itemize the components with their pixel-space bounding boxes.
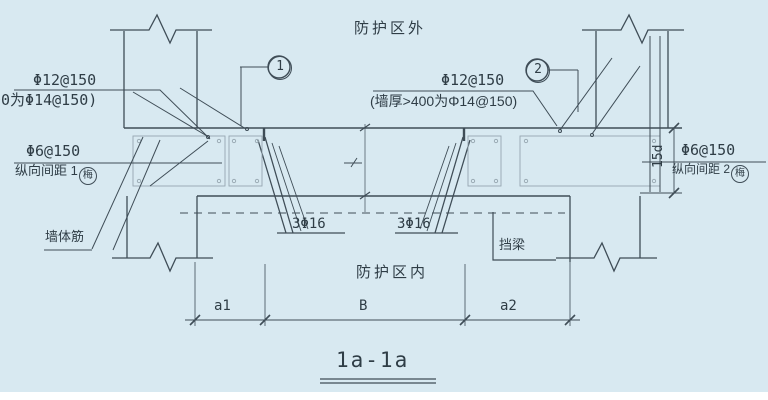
upper-walls (110, 13, 684, 128)
dim-a1-label: a1 (214, 298, 231, 314)
right-tie-bar-label: Φ6@150 (681, 141, 736, 159)
centerline (344, 123, 371, 212)
zone-outside-label: 防护区外 (354, 20, 427, 37)
left-tie-note-mark: 梅 (78, 167, 97, 185)
corner-bars-left-label: 3Φ16 (292, 216, 326, 232)
left-main-bar-label: Φ12@150 (33, 71, 97, 89)
corner-bars-right-label: 3Φ16 (397, 216, 431, 232)
right-tie-note-text: 纵向间距 2 (672, 162, 731, 176)
left-main-bar-note: 00为Φ14@150) (0, 91, 98, 109)
lower-walls (112, 196, 657, 273)
bar-dots (136, 138, 657, 184)
page-bottom-margin (0, 392, 768, 400)
left-tie-note-text: 纵向间距 1 (15, 163, 78, 178)
dim-b-label: B (359, 298, 368, 314)
right-main-bar-label: Φ12@150 (441, 71, 505, 89)
section-callout-2: 2 (526, 59, 550, 83)
section-callout-1: 1 (268, 56, 292, 80)
door-jambs (257, 128, 471, 234)
leader-lines (14, 55, 766, 251)
right-tie-note-mark: 梅 (731, 165, 750, 183)
left-tie-bar-label: Φ6@150 (26, 142, 81, 160)
anchorage-dim-label: 15d (651, 144, 666, 168)
zone-inside-label: 防护区内 (356, 264, 429, 281)
dimension-lines (185, 122, 682, 326)
hidden-edges (180, 212, 565, 261)
right-main-bar-note: (墙厚>400为Φ14@150) (370, 93, 518, 109)
wall-rebar-label: 墙体筋 (45, 229, 85, 244)
stirrup-cages (132, 135, 661, 187)
dim-a2-label: a2 (500, 298, 517, 314)
block-beam-label: 挡梁 (499, 237, 526, 252)
section-title: 1a-1a (336, 348, 410, 372)
title-underline (320, 378, 436, 384)
frame-wall-band (124, 127, 682, 197)
wall-rebar-lines (91, 36, 661, 251)
